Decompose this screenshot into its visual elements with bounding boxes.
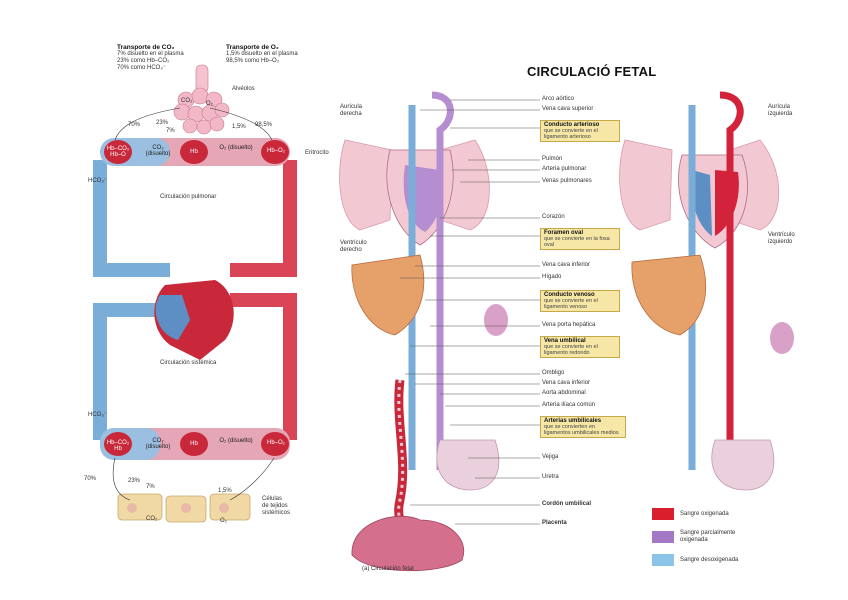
pct-label: 70% [84,476,97,482]
box-sub: que se convierte en el ligamento venoso [544,298,598,310]
label-higado: Hígado [542,274,562,280]
tissue-label: Células de tejidos sistémicos [262,496,290,517]
cell-text: Hb [190,441,198,447]
pct-label: 98,5% [255,122,273,128]
box-conducto-arterioso: Conducto arterioso que se convierte en e… [540,120,620,142]
label-placenta: Placenta [542,520,567,526]
pct-label: 7% [146,484,155,490]
cell-text: Hb–CO₂ Hb [106,440,130,452]
o2-transport-title: Transporte de O₂ [226,44,279,51]
o2-transport-block: Transporte de O₂ 1,5% disuelto en el pla… [226,44,298,65]
hco3-label: HCO₃⁻ [88,178,107,184]
box-title: Conducto arterioso [544,122,600,128]
label-cordon-umbilical: Cordón umbilical [542,501,592,507]
eritrocito-label: Eritrocito [305,150,329,156]
cell-text: O₂ (disuelto) [219,438,253,444]
cell-text: CO₂ (disuelto) [145,145,171,157]
left-ventricle-label: Ventrículo izquierdo [768,232,795,245]
pct-label: 23% [128,478,141,484]
o2-transport-line: 1,5% disuelto en el plasma [226,51,298,57]
cell-text: CO₂ (disuelto) [145,438,171,450]
co2-transport-line: 23% como Hb–CO₂ [117,58,170,64]
o2-label: O₂ [206,101,213,107]
box-sub: que se convierte en el ligamento arterio… [544,128,598,140]
legend-swatch [652,554,674,566]
label-ombligo: Ombligo [542,370,565,376]
o2-label: O₂ [220,518,227,524]
co2-label: CO₂ [146,516,158,522]
label-uretra: Uretra [542,474,559,480]
box-title: Arterias umbilicales [544,418,602,424]
legend-item: Sangre desoxigenada [652,554,740,566]
tissue-label-line: de tejidos [262,503,288,509]
alveolos-label: Alvéolos [232,86,255,92]
pct-label: 1,5% [218,488,232,494]
legend-swatch [652,508,674,520]
label-arteria-iliaca: Arteria ilíaca común [542,402,596,408]
tissue-label-line: sistémicos [262,510,291,516]
pct-label: 7% [166,128,175,134]
box-title: Vena umbilical [544,338,586,344]
legend-swatch [652,531,674,543]
label-aorta-abdominal: Aorta abdominal [542,390,586,396]
co2-transport-line: 70% como HCO₃⁻ [117,65,166,71]
label-vena-cava-superior: Vena cava superior [542,106,594,112]
label-venas-pulmonares: Venas pulmonares [542,178,592,184]
label-vejiga: Vejiga [542,454,559,460]
label-vena-porta: Vena porta hepática [542,322,596,328]
legend: Sangre oxigenada Sangre parcialmente oxi… [652,508,740,566]
box-foramen-oval: Foramen oval que se convierte en la fosa… [540,228,620,250]
label-pulmon: Pulmón [542,156,563,162]
left-atrium-label: Aurícula izquierda [768,104,793,117]
pct-label: 23% [156,120,169,126]
fetal-circulation-title: CIRCULACIÓ FETAL [527,64,657,79]
box-title: Foramen oval [544,230,584,236]
co2-transport-block: Transporte de CO₂ 7% disuelto en el plas… [117,44,184,72]
box-title: Conducto venoso [544,292,595,298]
label-arteria-pulmonar: Arteria pulmonar [542,166,587,172]
cell-text: Hb–O₂ [266,440,285,446]
legend-item: Sangre parcialmente oxigenada [652,530,740,544]
pulmonary-circulation-label: Circulación pulmonar [160,194,217,200]
cell-text: Hb [190,149,198,155]
label-vena-cava-inferior: Vena cava inferior [542,262,591,268]
box-arterias-umbilicales: Arterias umbilicales que se convierten e… [540,416,626,438]
systemic-circulation-label: Circulación sistémica [160,360,217,366]
label-corazon: Corazón [542,214,565,220]
box-conducto-venoso: Conducto venoso que se convierte en el l… [540,290,620,312]
figure-caption: (a) Circulación fetal [362,566,414,572]
box-sub: que se convierte en el ligamento redondo [544,344,598,356]
label-arco-aortico: Arco aórtico [542,96,575,102]
legend-label: Sangre oxigenada [680,510,729,517]
co2-label: CO₂ [181,98,193,104]
box-sub: que se convierte en la fosa oval [544,236,610,248]
pct-label: 1,5% [232,124,246,130]
cell-text: Hb–CO₂ Hb–O [106,146,130,158]
cell-text: Hb–O₂ [266,148,285,154]
label-vena-cava-inferior-2: Vena cava inferior [542,380,591,386]
legend-item: Sangre oxigenada [652,508,740,520]
right-ventricle-label: Ventrículo derecho [340,240,367,253]
co2-transport-title: Transporte de CO₂ [117,44,175,51]
cell-text: O₂ (disuelto) [219,145,253,151]
tissue-label-line: Células [262,496,283,502]
hco3-label: HCO₃⁻ [88,412,107,418]
pct-label: 70% [128,122,141,128]
box-sub: que se convierten en ligamentos umbilica… [544,424,619,436]
right-atrium-label: Aurícula derecha [340,104,363,117]
box-vena-umbilical: Vena umbilical que se convierte en el li… [540,336,620,358]
o2-transport-line: 98,5% como Hb–O₂ [226,58,280,64]
legend-label: Sangre parcialmente oxigenada [680,530,736,543]
co2-transport-line: 7% disuelto en el plasma [117,51,184,57]
legend-label: Sangre desoxigenada [680,556,739,563]
